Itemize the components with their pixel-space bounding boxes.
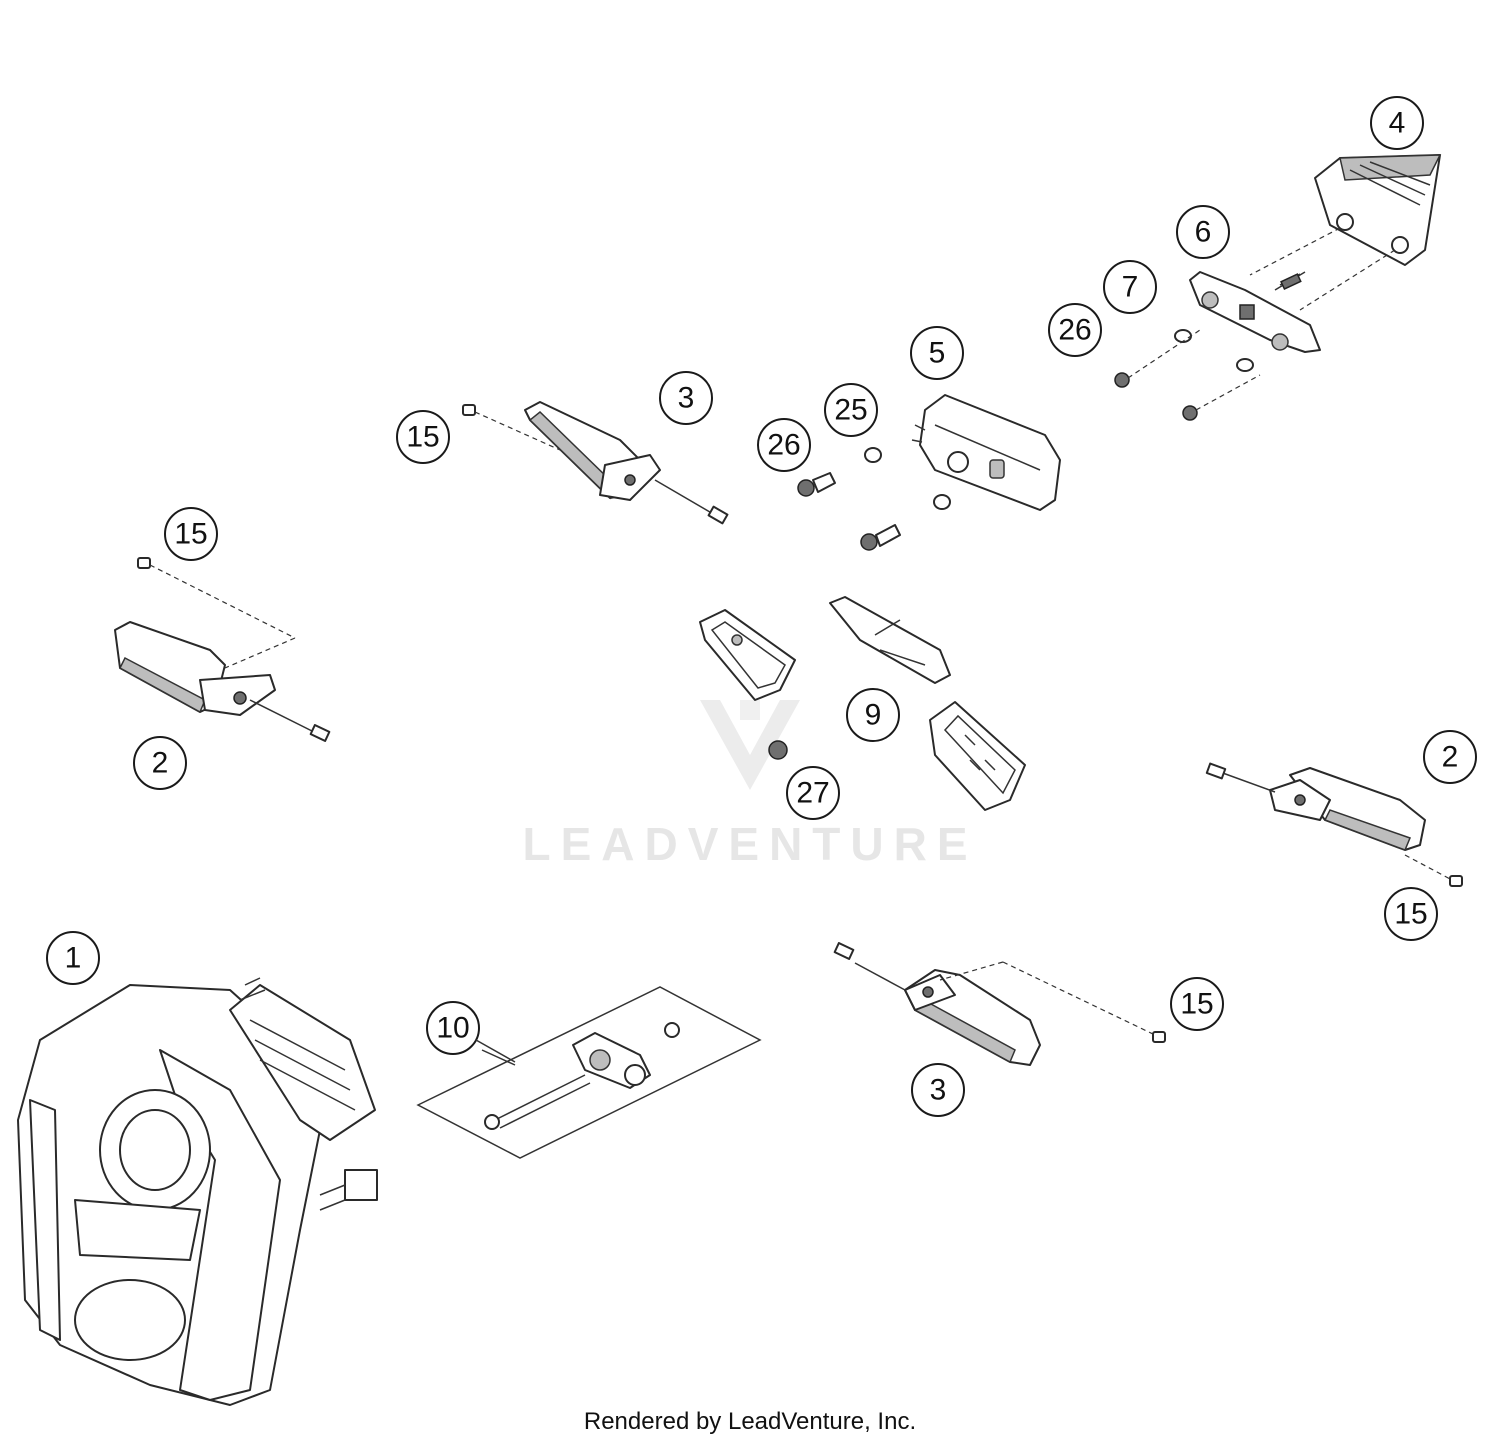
callout-3-lower[interactable]: 3 bbox=[911, 1063, 965, 1117]
callout-label: 1 bbox=[65, 942, 82, 975]
callout-label: 15 bbox=[1180, 988, 1213, 1021]
callout-15-left[interactable]: 15 bbox=[164, 507, 218, 561]
screw-15-left[interactable] bbox=[137, 557, 296, 669]
license-plate-light[interactable] bbox=[911, 394, 1061, 511]
callout-label: 2 bbox=[1442, 741, 1459, 774]
callout-label: 10 bbox=[436, 1012, 469, 1045]
screw-15-lower[interactable] bbox=[939, 961, 1166, 1043]
callout-label: 15 bbox=[406, 421, 439, 454]
callout-25[interactable]: 25 bbox=[824, 383, 878, 437]
footer-credit: Rendered by LeadVenture, Inc. bbox=[583, 1408, 917, 1435]
callout-26-bracket[interactable]: 26 bbox=[1048, 303, 1102, 357]
callout-2-right[interactable]: 2 bbox=[1423, 730, 1477, 784]
leadventure-watermark: LEADVENTURE bbox=[522, 700, 977, 870]
nut-25[interactable] bbox=[864, 447, 951, 510]
callout-6[interactable]: 6 bbox=[1176, 205, 1230, 259]
callout-15-upper[interactable]: 15 bbox=[396, 410, 450, 464]
reflector-9[interactable] bbox=[699, 596, 1026, 811]
callout-label: 27 bbox=[796, 777, 829, 810]
watermark-text: LEADVENTURE bbox=[522, 818, 977, 870]
callout-label: 7 bbox=[1122, 271, 1139, 304]
screw-15-upper[interactable] bbox=[462, 404, 561, 451]
callout-7[interactable]: 7 bbox=[1103, 260, 1157, 314]
washer-7[interactable] bbox=[1174, 329, 1254, 372]
screw-26-plate[interactable] bbox=[797, 472, 901, 551]
callout-2-left[interactable]: 2 bbox=[133, 736, 187, 790]
callout-4[interactable]: 4 bbox=[1370, 96, 1424, 150]
callout-label: 25 bbox=[834, 394, 867, 427]
callout-15-right[interactable]: 15 bbox=[1384, 887, 1438, 941]
callout-label: 2 bbox=[152, 747, 169, 780]
callout-label: 26 bbox=[767, 429, 800, 462]
callout-15-lower[interactable]: 15 bbox=[1170, 977, 1224, 1031]
headlight-assembly[interactable] bbox=[17, 977, 378, 1406]
tail-light[interactable] bbox=[1249, 154, 1442, 311]
screw-15-right[interactable] bbox=[1404, 854, 1463, 887]
callout-26-plate[interactable]: 26 bbox=[757, 418, 811, 472]
callout-10[interactable]: 10 bbox=[426, 1001, 480, 1055]
callout-label: 15 bbox=[174, 518, 207, 551]
screw-26-bracket[interactable] bbox=[1114, 329, 1261, 421]
callout-label: 15 bbox=[1394, 898, 1427, 931]
turn-signal-lower[interactable] bbox=[833, 942, 1041, 1066]
callout-9[interactable]: 9 bbox=[846, 688, 900, 742]
callout-5[interactable]: 5 bbox=[910, 326, 964, 380]
nut-27[interactable] bbox=[768, 740, 788, 760]
callout-3-upper[interactable]: 3 bbox=[659, 371, 713, 425]
callout-label: 26 bbox=[1058, 314, 1091, 347]
callout-1[interactable]: 1 bbox=[46, 931, 100, 985]
turn-signal-left-front[interactable] bbox=[114, 621, 331, 742]
callout-label: 5 bbox=[929, 337, 946, 370]
mounting-kit-10[interactable] bbox=[416, 986, 762, 1159]
turn-signal-upper[interactable] bbox=[524, 401, 729, 525]
turn-signal-right-front[interactable] bbox=[1205, 762, 1426, 851]
callout-label: 9 bbox=[865, 699, 882, 732]
callout-label: 3 bbox=[930, 1074, 947, 1107]
tail-light-bracket[interactable] bbox=[1189, 271, 1321, 353]
callout-label: 4 bbox=[1389, 107, 1406, 140]
callout-label: 6 bbox=[1195, 216, 1212, 249]
callout-label: 3 bbox=[678, 382, 695, 415]
callout-27[interactable]: 27 bbox=[786, 766, 840, 820]
